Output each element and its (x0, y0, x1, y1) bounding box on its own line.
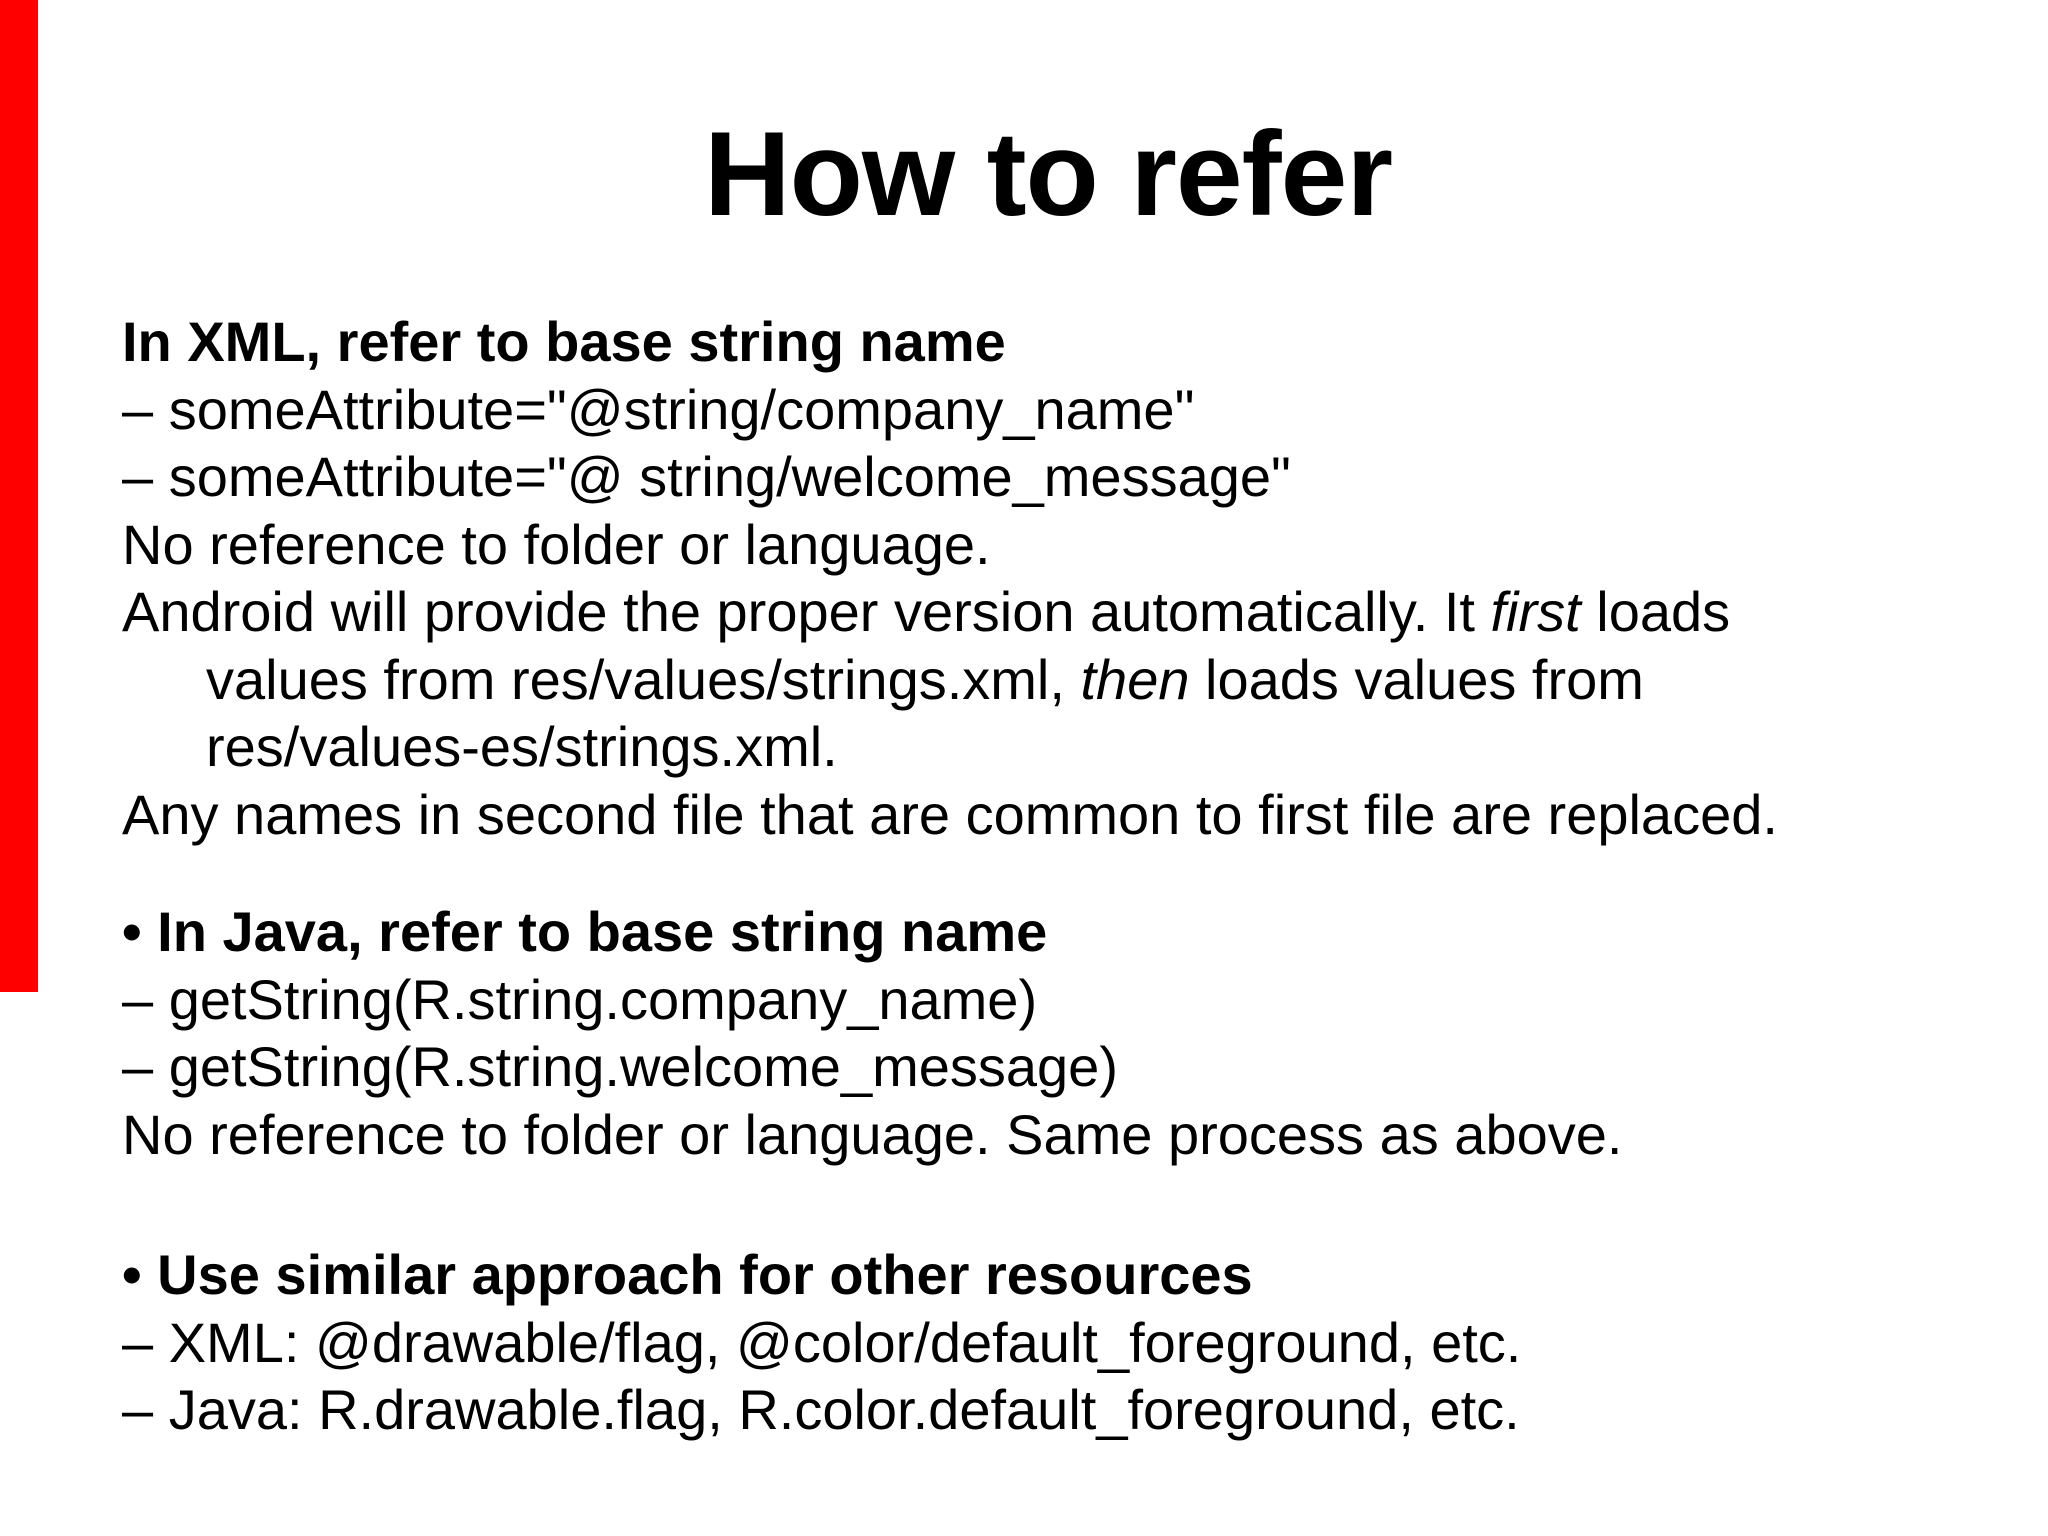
android-line1-italic-first: first (1490, 580, 1581, 643)
android-paragraph-line-2: values from res/values/strings.xml, then… (122, 646, 2028, 714)
slide-title: How to refer (703, 107, 1393, 241)
android-paragraph-line-3: res/values-es/strings.xml. (206, 715, 838, 778)
slide-body: In XML, refer to base string name – some… (122, 308, 2028, 1444)
android-line2-tail: loads values from (1189, 647, 1644, 711)
android-line2-italic-then: then (1080, 647, 1190, 711)
xml-section-heading: In XML, refer to base string name (122, 310, 1006, 373)
xml-no-reference-note: No reference to folder or language. (122, 512, 991, 576)
android-line2-text: values from res/values/strings.xml, (206, 647, 1081, 711)
android-paragraph-line-1: Android will provide the proper version … (122, 578, 2028, 646)
java-getstring-item-1: – getString(R.string.company_name) (122, 967, 1038, 1031)
android-line1-text: Android will provide the proper version … (122, 580, 1491, 643)
xml-attribute-item-1: – someAttribute="@string/company_name" (122, 377, 1195, 441)
resources-java-item: – Java: R.drawable.flag, R.color.default… (122, 1378, 1520, 1441)
resources-section-heading: • Use similar approach for other resourc… (122, 1243, 1253, 1306)
android-line1-tail: loads (1580, 580, 1731, 643)
xml-attribute-item-2: – someAttribute="@ string/welcome_messag… (122, 445, 1291, 508)
java-no-reference-note: No reference to folder or language. Same… (122, 1102, 1623, 1166)
resources-xml-item: – XML: @drawable/flag, @color/default_fo… (122, 1310, 1522, 1374)
java-getstring-item-2: – getString(R.string.welcome_message) (122, 1035, 1118, 1098)
replaced-names-note: Any names in second file that are common… (122, 782, 1778, 846)
left-red-accent-bar (0, 0, 38, 992)
java-section-heading: • In Java, refer to base string name (122, 900, 1048, 963)
